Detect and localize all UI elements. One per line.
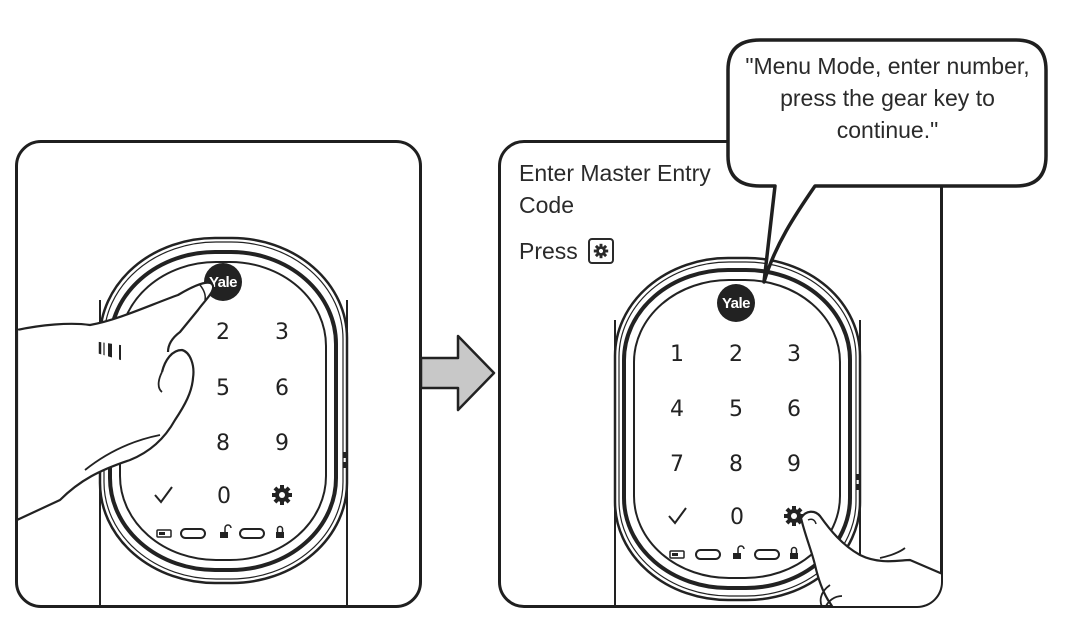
battery-icon [669, 550, 685, 559]
lock-icon [790, 546, 798, 559]
key-8: 8 [216, 431, 230, 456]
key-4: 4 [670, 397, 684, 422]
key-1: 1 [670, 342, 684, 367]
hand-icon [17, 281, 215, 522]
brand-label: Yale [209, 274, 237, 291]
key-9: 9 [275, 431, 289, 456]
status-row [156, 524, 284, 539]
brand-label: Yale [722, 295, 750, 312]
key-5: 5 [216, 376, 230, 401]
gear-key-icon [587, 238, 614, 264]
speech-bubble-text: "Menu Mode, enter number, press the gear… [745, 53, 1030, 143]
speech-bubble [726, 38, 1048, 284]
unlock-icon [220, 524, 232, 538]
press-instruction: Press [519, 235, 614, 267]
lock-icon [276, 525, 284, 538]
key-6: 6 [787, 397, 801, 422]
key-8: 8 [729, 452, 743, 477]
instruction-text: Enter Master Entry Code [519, 160, 711, 218]
left-lock: Yale 2 3 5 6 8 9 0 [17, 236, 349, 606]
unlock-icon [733, 545, 745, 559]
press-label: Press [519, 238, 578, 264]
battery-icon [156, 529, 172, 538]
key-0: 0 [217, 484, 231, 509]
yale-logo: Yale [717, 284, 755, 322]
check-icon [668, 507, 687, 525]
gear-icon [784, 506, 804, 526]
right-lock: Yale 1 2 3 4 5 6 7 8 9 0 [613, 256, 941, 606]
check-icon [154, 486, 173, 504]
key-2: 2 [216, 320, 230, 345]
yale-logo: Yale [204, 263, 242, 301]
key-6: 6 [275, 376, 289, 401]
key-7: 7 [670, 452, 684, 477]
gear-icon [272, 485, 292, 505]
key-2: 2 [729, 342, 743, 367]
key-5: 5 [729, 397, 743, 422]
key-3: 3 [787, 342, 801, 367]
right-arrow-icon [419, 334, 496, 412]
key-3: 3 [275, 320, 289, 345]
hand-icon [799, 510, 941, 606]
key-0: 0 [730, 505, 744, 530]
key-9: 9 [787, 452, 801, 477]
status-row [669, 545, 798, 560]
